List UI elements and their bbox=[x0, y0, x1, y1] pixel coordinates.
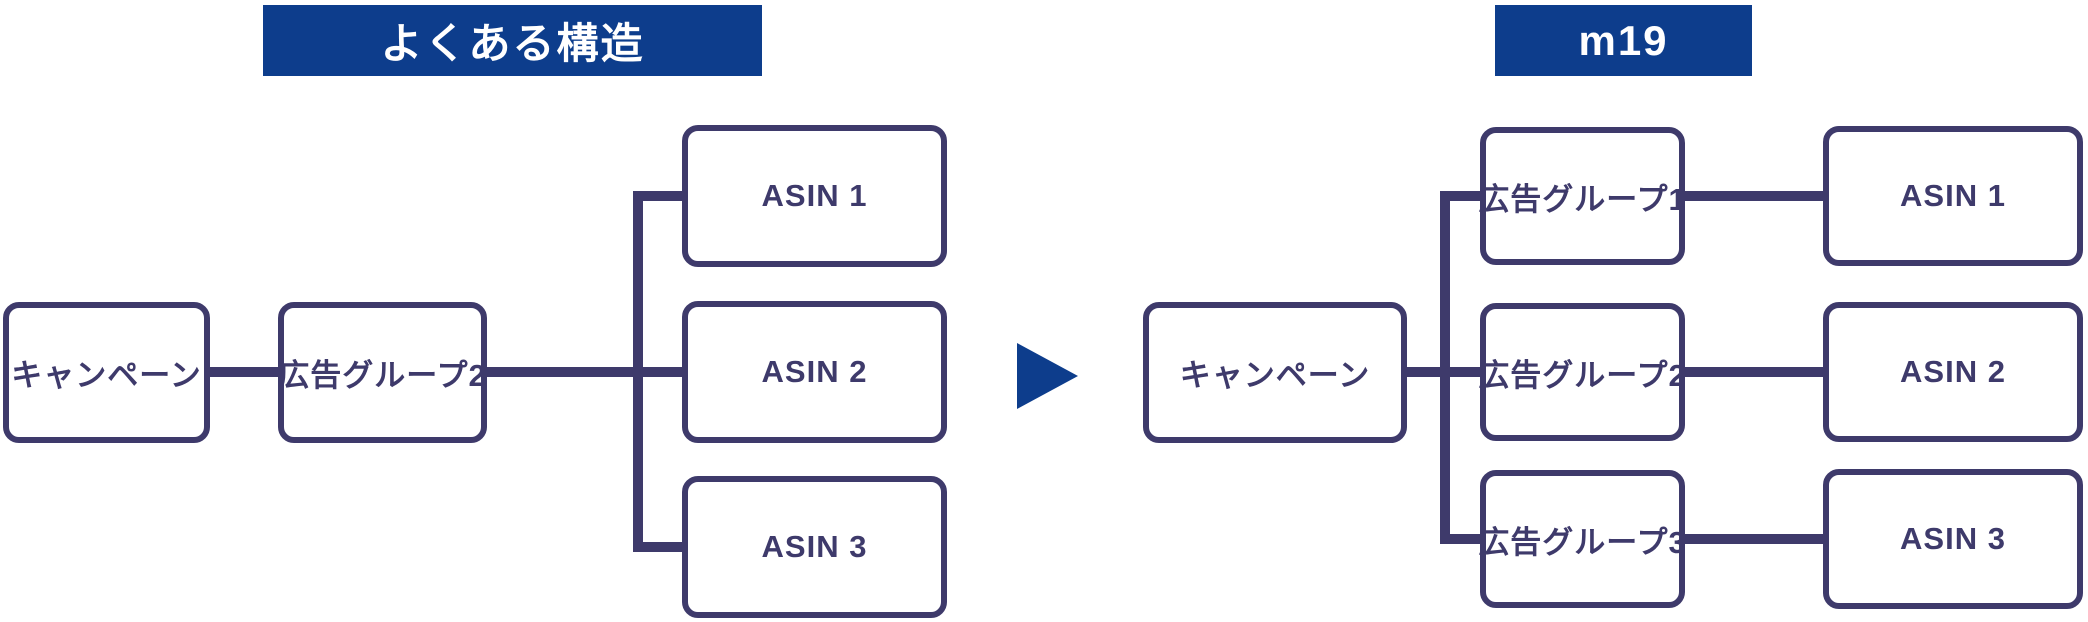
right-asin2-node: ASIN 2 bbox=[1823, 302, 2083, 442]
left-asin2-node: ASIN 2 bbox=[682, 301, 947, 443]
left-campaign-node: キャンペーン bbox=[3, 302, 210, 443]
right-adgroup3-to-asin3-connector bbox=[1683, 534, 1823, 544]
arrow-right-icon bbox=[1017, 343, 1078, 409]
left-asin1-node: ASIN 1 bbox=[682, 125, 947, 267]
left-campaign-to-adgroup-connector bbox=[205, 367, 280, 377]
right-diagram-title-banner: m19 bbox=[1495, 5, 1752, 76]
right-adgroup2-node: 広告グループ2 bbox=[1478, 303, 1686, 441]
right-adgroup2-to-asin2-connector bbox=[1683, 367, 1823, 377]
right-adgroup1-node: 広告グループ1 bbox=[1478, 127, 1686, 265]
right-spine-to-adgroup1-connector bbox=[1450, 191, 1480, 201]
right-adgroup1-to-asin1-connector bbox=[1683, 191, 1823, 201]
left-spine-to-asin1-connector bbox=[643, 191, 682, 201]
right-adgroup3-node: 広告グループ3 bbox=[1478, 470, 1686, 608]
left-branch-spine-connector bbox=[633, 191, 643, 552]
left-asin3-node: ASIN 3 bbox=[682, 476, 947, 618]
left-adgroup-node: 広告グループ2 bbox=[278, 302, 487, 443]
right-branch-spine-connector bbox=[1440, 191, 1450, 544]
right-campaign-node: キャンペーン bbox=[1143, 302, 1407, 443]
left-adgroup-to-asin2-connector bbox=[483, 367, 682, 377]
left-diagram-title-banner: よくある構造 bbox=[263, 5, 762, 76]
left-spine-to-asin3-connector bbox=[643, 542, 682, 552]
right-spine-to-adgroup3-connector bbox=[1450, 534, 1480, 544]
right-asin3-node: ASIN 3 bbox=[1823, 469, 2083, 609]
right-asin1-node: ASIN 1 bbox=[1823, 126, 2083, 266]
